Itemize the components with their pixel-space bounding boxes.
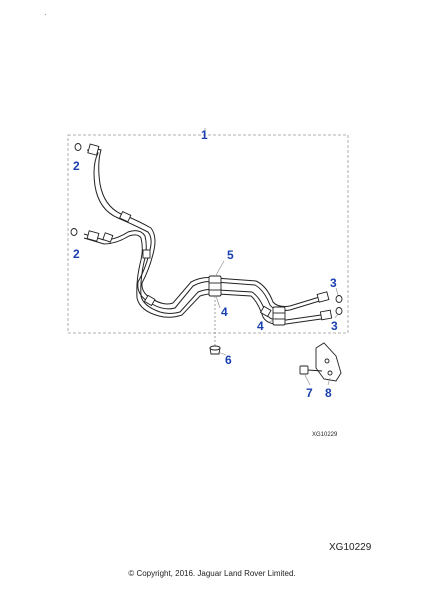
callout-4-lower: 4 <box>257 319 264 333</box>
copyright-notice: © Copyright, 2016. Jaguar Land Rover Lim… <box>128 569 296 578</box>
leader-lines <box>214 260 339 386</box>
callout-8: 8 <box>325 386 332 400</box>
callout-2-upper: 2 <box>73 159 80 173</box>
diagram-ref-small: XG10229 <box>312 432 338 438</box>
lower-pipe <box>83 230 329 325</box>
callout-3-lower: 3 <box>331 319 338 333</box>
mounting-bracket <box>315 342 342 382</box>
callout-7: 7 <box>306 386 313 400</box>
assembly-boundary <box>67 134 349 334</box>
o-ring-seals <box>70 143 343 315</box>
grommet <box>209 345 221 355</box>
callout-2-lower: 2 <box>73 247 80 261</box>
callout-5: 5 <box>227 248 234 262</box>
pipe-clip-upper <box>208 275 222 297</box>
pipe-fittings <box>86 143 333 321</box>
pipe-clip-lower <box>272 306 286 326</box>
diagram-ref-code: XG10229 <box>329 542 372 553</box>
callout-6: 6 <box>225 353 232 367</box>
callout-4-upper: 4 <box>221 305 228 319</box>
stray-mark <box>45 14 46 15</box>
callout-3-upper: 3 <box>330 276 337 290</box>
upper-pipe <box>86 146 327 311</box>
callout-1: 1 <box>201 128 208 142</box>
bolt <box>299 365 323 375</box>
